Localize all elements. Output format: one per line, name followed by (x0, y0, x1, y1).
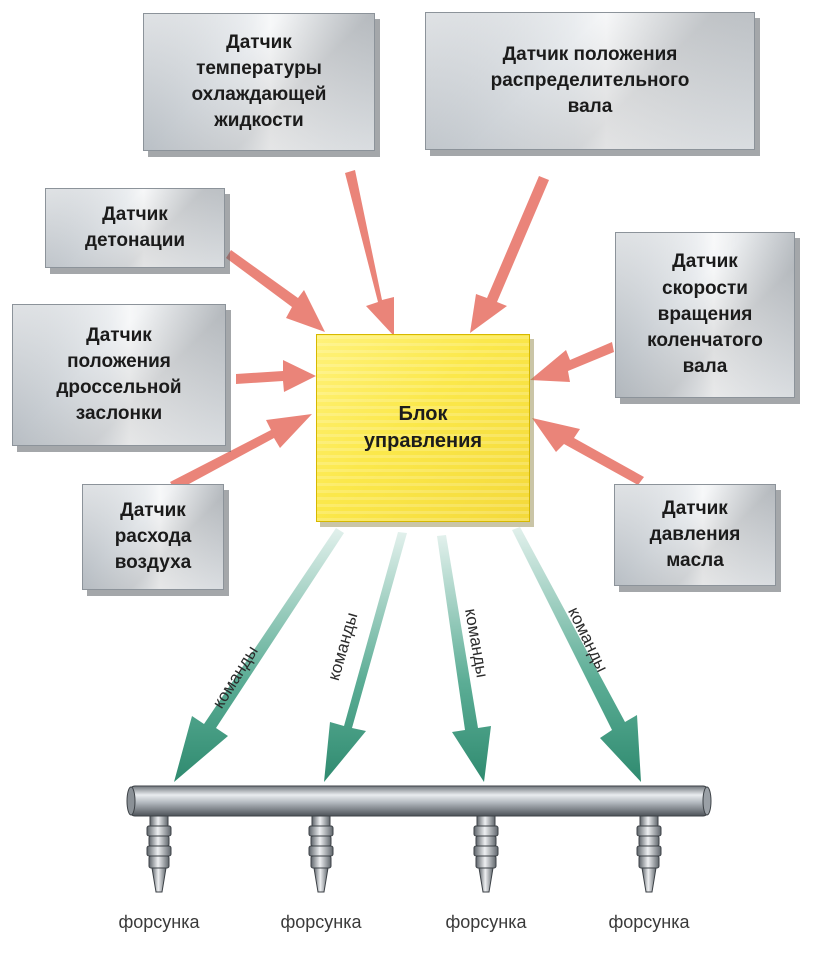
sensor-oil-pressure: Датчик давления масла (614, 484, 776, 586)
arrow-throttle (236, 360, 316, 392)
injector-label-2: форсунка (280, 912, 362, 932)
injector-1 (146, 815, 172, 893)
command-arrows (174, 527, 641, 782)
sensor-oil-pressure-label: Датчик давления масла (649, 497, 741, 572)
command-label-1: команды (209, 642, 262, 711)
command-labels: команды команды команды команды (209, 604, 612, 712)
arrow-knock (226, 250, 325, 332)
arrow-crankshaft (530, 342, 614, 382)
sensor-crankshaft-speed: Датчик скорости вращения коленчатого вал… (615, 232, 795, 398)
sensor-coolant-temperature: Датчик температуры охлаждающей жидкости (143, 13, 375, 151)
command-arrow-3 (437, 535, 491, 782)
sensor-camshaft-position-label: Датчик положения распределительного вала (490, 43, 690, 118)
injector-2 (308, 815, 334, 893)
arrow-oil (532, 418, 644, 485)
sensor-air-flow: Датчик расхода воздуха (82, 484, 224, 590)
input-arrows (170, 170, 644, 491)
sensor-throttle-position-label: Датчик положения дроссельной заслонки (56, 324, 182, 425)
control-unit-label: Блок управления (363, 403, 483, 452)
sensor-throttle-position: Датчик положения дроссельной заслонки (12, 304, 226, 446)
sensor-coolant-temperature-label: Датчик температуры охлаждающей жидкости (191, 31, 327, 132)
sensor-crankshaft-speed-label: Датчик скорости вращения коленчатого вал… (647, 251, 763, 378)
sensor-knock-label: Датчик детонации (84, 203, 186, 251)
fuel-rail (126, 785, 712, 817)
injector-label-3: форсунка (445, 912, 527, 932)
arrow-camshaft (470, 176, 549, 333)
injector-3 (473, 815, 499, 893)
injectors (146, 815, 662, 893)
arrow-coolant-temp (345, 170, 394, 336)
arrow-air-flow (170, 414, 312, 491)
injector-4 (636, 815, 662, 893)
injector-label-1: форсунка (118, 912, 200, 932)
command-arrow-4 (512, 527, 641, 782)
sensor-air-flow-label: Датчик расхода воздуха (114, 499, 192, 574)
command-arrow-2 (324, 532, 407, 782)
control-unit: Блок управления (316, 334, 530, 522)
sensor-camshaft-position: Датчик положения распределительного вала (425, 12, 755, 150)
sensor-knock: Датчик детонации (45, 188, 225, 268)
command-arrow-1 (174, 528, 344, 782)
injector-label-4: форсунка (608, 912, 690, 932)
command-label-2: команды (324, 610, 361, 682)
